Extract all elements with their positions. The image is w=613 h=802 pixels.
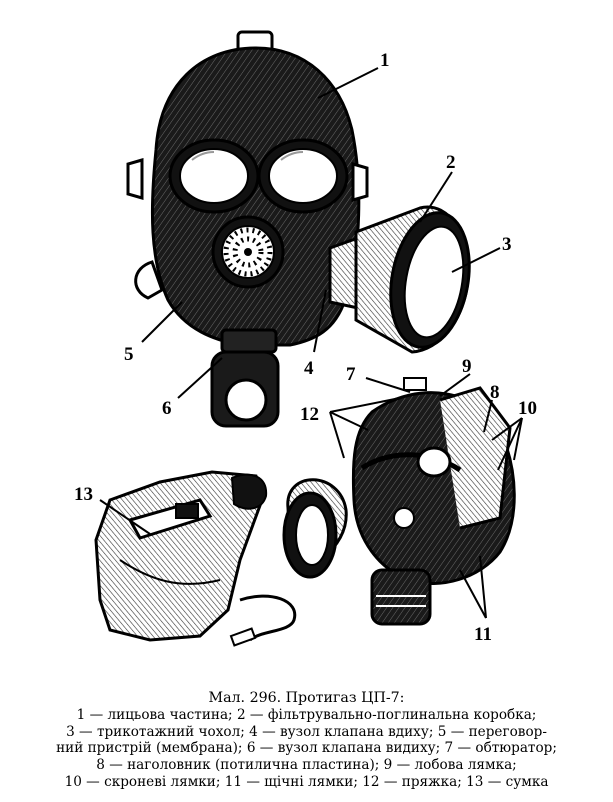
callout-6: 6 <box>162 398 172 419</box>
callout-12: 12 <box>300 404 319 425</box>
callout-13: 13 <box>74 484 93 505</box>
callout-labels: 1 2 3 4 5 6 7 8 9 10 11 12 13 <box>74 50 537 645</box>
caption-line: 1 — лицьова частина; 2 — фільтрувально-п… <box>76 706 537 723</box>
caption-line: 8 — наголовник (потилична пластина); 9 —… <box>96 757 517 774</box>
gas-mask-illustration: 1 2 3 4 5 6 7 8 9 10 11 12 13 <box>74 30 537 647</box>
caption-line: 3 — трикотажний чохол; 4 — вузол клапана… <box>66 723 547 740</box>
callout-11: 11 <box>474 624 492 645</box>
caption-line: ний пристрій (мембрана); 6 — вузол клапа… <box>56 740 557 757</box>
callout-3: 3 <box>502 234 512 255</box>
caption-line: 10 — скроневі лямки; 11 — щічні лямки; 1… <box>64 773 549 790</box>
speech-membrane <box>211 215 285 289</box>
eyepieces <box>168 138 349 214</box>
callout-8: 8 <box>490 382 500 403</box>
figure-caption: Мал. 296. Протигаз ЦП-7: 1 — лицьова час… <box>8 690 605 791</box>
callout-1: 1 <box>380 50 390 71</box>
callout-5: 5 <box>124 344 134 365</box>
callout-4: 4 <box>304 358 314 379</box>
callout-10: 10 <box>518 398 537 419</box>
caption-title: Мал. 296. Протигаз ЦП-7: <box>208 690 405 706</box>
callout-2: 2 <box>446 152 456 173</box>
callout-9: 9 <box>462 356 472 377</box>
mask-side-view <box>282 377 516 626</box>
callout-7: 7 <box>346 364 356 385</box>
bag <box>94 470 297 647</box>
filter-canister <box>328 205 471 354</box>
exhalation-valve <box>210 328 280 428</box>
